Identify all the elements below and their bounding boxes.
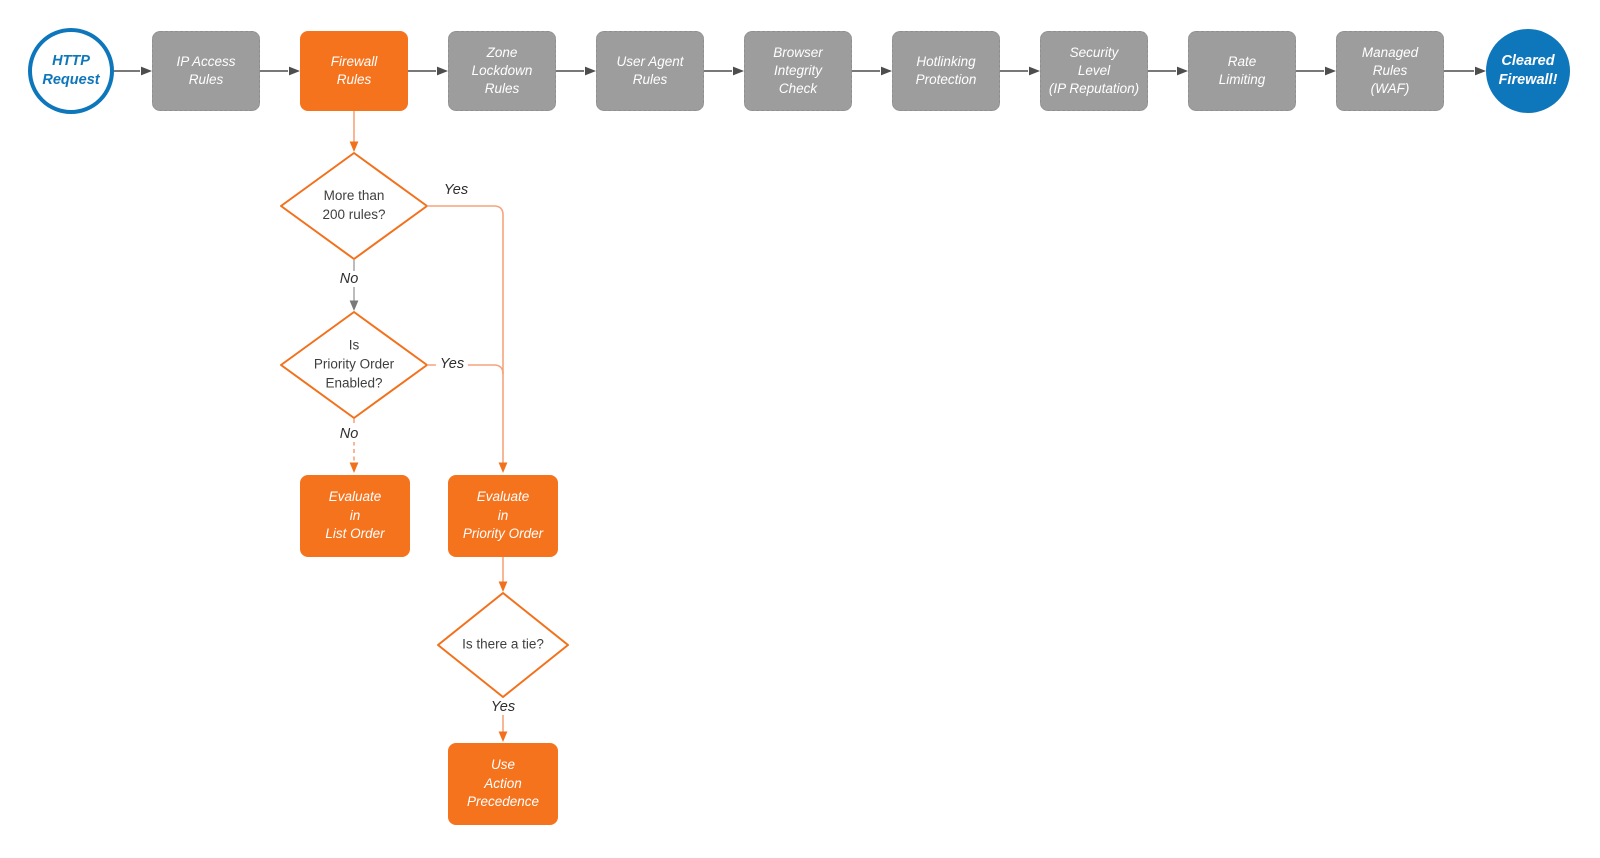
- arrow-firewall-to-decision-200-rules: [349, 111, 359, 152]
- node-rate-limiting: Rate Limiting: [1188, 31, 1296, 111]
- node-http-request: HTTP Request: [28, 28, 114, 114]
- node-evaluate-list-order: Evaluate in List Order: [300, 475, 410, 557]
- arrow-hotlinking-to-security-level: [1000, 66, 1040, 76]
- edge-label-d2-yes: Yes: [435, 356, 469, 372]
- connector-d2-yes: [427, 364, 504, 375]
- decision-is-there-a-tie-shape: [437, 592, 569, 698]
- arrow-ip-access-to-firewall: [260, 66, 300, 76]
- node-user-agent-rules: User Agent Rules: [596, 31, 704, 111]
- arrow-rate-limiting-to-managed-rules: [1296, 66, 1336, 76]
- edge-label-d1-no: No: [335, 271, 363, 287]
- node-use-action-precedence: Use Action Precedence: [448, 743, 558, 825]
- connector-d2-no: [349, 419, 359, 473]
- arrow-security-level-to-rate-limiting: [1148, 66, 1188, 76]
- arrow-browser-integrity-to-hotlinking: [852, 66, 892, 76]
- decision-priority-order-enabled-shape: [280, 311, 428, 419]
- decision-is-there-a-tie-label: Is there a tie?: [462, 636, 544, 652]
- arrow-firewall-to-zone-lockdown: [408, 66, 448, 76]
- node-cleared-firewall: Cleared Firewall!: [1486, 29, 1570, 113]
- arrow-managed-rules-to-end: [1444, 66, 1486, 76]
- decision-more-than-200-rules-shape: [280, 152, 428, 260]
- node-evaluate-priority-order: Evaluate in Priority Order: [448, 475, 558, 557]
- arrow-start-to-ip-access: [114, 66, 152, 76]
- node-firewall-rules: Firewall Rules: [300, 31, 408, 111]
- node-hotlinking-protection: Hotlinking Protection: [892, 31, 1000, 111]
- edge-label-d2-no: No: [335, 426, 363, 442]
- node-ip-access-rules: IP Access Rules: [152, 31, 260, 111]
- edge-label-d3-yes: Yes: [486, 699, 520, 715]
- node-security-level: Security Level (IP Reputation): [1040, 31, 1148, 111]
- edge-label-d1-yes: Yes: [439, 182, 473, 198]
- node-browser-integrity-check: Browser Integrity Check: [744, 31, 852, 111]
- decision-priority-order-enabled-label: Is Priority Order Enabled?: [313, 337, 395, 391]
- arrow-priority-order-to-decision-tie: [498, 557, 508, 592]
- arrow-zone-lockdown-to-user-agent: [556, 66, 596, 76]
- decision-more-than-200-rules-label: More than 200 rules?: [322, 188, 386, 222]
- node-managed-rules-waf: Managed Rules (WAF): [1336, 31, 1444, 111]
- arrow-user-agent-to-browser-integrity: [704, 66, 744, 76]
- node-zone-lockdown-rules: Zone Lockdown Rules: [448, 31, 556, 111]
- connector-d1-yes: [427, 205, 508, 473]
